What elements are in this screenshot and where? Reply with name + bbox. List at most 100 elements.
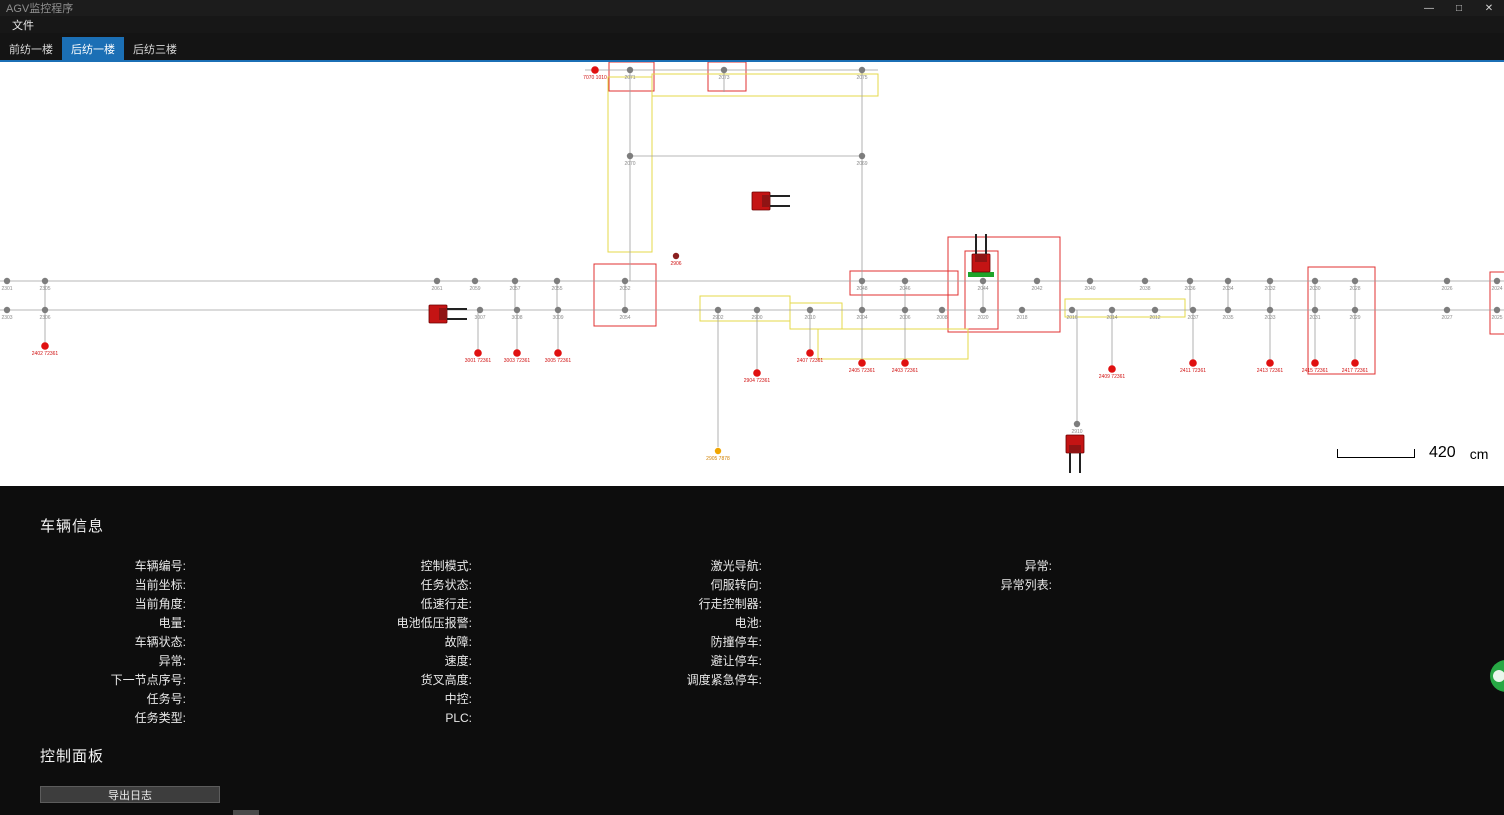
agv-vehicle-2[interactable]	[968, 234, 994, 277]
export-log-button[interactable]: 导出日志	[40, 786, 220, 803]
map-node-gray[interactable]	[1351, 277, 1359, 285]
map-node-gray[interactable]	[858, 306, 866, 314]
map-node-gray[interactable]	[1224, 277, 1232, 285]
map-node-gray[interactable]	[1266, 277, 1274, 285]
map-node-red[interactable]	[753, 369, 761, 377]
map-node-gray[interactable]	[41, 277, 49, 285]
map-node-red[interactable]	[1311, 359, 1319, 367]
map-node-gray[interactable]	[511, 277, 519, 285]
map-node-red[interactable]	[901, 359, 909, 367]
map-node-gray[interactable]	[471, 277, 479, 285]
map-node-gray[interactable]	[1068, 306, 1076, 314]
map-node-red[interactable]	[513, 349, 521, 357]
map-node-red[interactable]	[41, 342, 49, 350]
map-node-gray[interactable]	[626, 152, 634, 160]
map-node-label: 2305	[39, 286, 50, 292]
map-node-gray[interactable]	[626, 66, 634, 74]
info-row: 行走控制器:	[612, 594, 826, 613]
map-node-gray[interactable]	[1033, 277, 1041, 285]
map-node-label: 2054	[619, 315, 630, 321]
tab-2[interactable]: 后纺一楼	[62, 37, 124, 60]
map-node-red[interactable]	[1351, 359, 1359, 367]
map-node-red[interactable]	[806, 349, 814, 357]
scale-unit: cm	[1469, 446, 1489, 462]
info-row: 电池低压报警:	[322, 613, 536, 632]
map-node-gray[interactable]	[1311, 277, 1319, 285]
agv-vehicle-4[interactable]	[1065, 434, 1085, 473]
map-node-gray[interactable]	[858, 277, 866, 285]
map-node-label: 2059	[469, 286, 480, 292]
minimize-icon[interactable]: —	[1424, 2, 1434, 14]
yellow-zone	[789, 302, 843, 330]
map-node-gray[interactable]	[1186, 277, 1194, 285]
map-node-label: 2035	[1222, 315, 1233, 321]
map-node-gray[interactable]	[1351, 306, 1359, 314]
map-node-red[interactable]	[1108, 365, 1116, 373]
map-node-red[interactable]	[554, 349, 562, 357]
map-node-gray[interactable]	[1086, 277, 1094, 285]
map-node-gray[interactable]	[1266, 306, 1274, 314]
info-label: 电量:	[158, 616, 186, 630]
map-node-label: 2026	[1441, 286, 1452, 292]
map-node-gray[interactable]	[1443, 306, 1451, 314]
map-node-gray[interactable]	[1493, 306, 1501, 314]
map-node-gray[interactable]	[938, 306, 946, 314]
agv-vehicle-3[interactable]	[428, 304, 467, 324]
map-node-gray[interactable]	[433, 277, 441, 285]
map-node-gray[interactable]	[714, 306, 722, 314]
map-node-label: 2036	[1184, 286, 1195, 292]
map-node-red[interactable]	[1189, 359, 1197, 367]
map-node-gray[interactable]	[1151, 306, 1159, 314]
agv-vehicle-1[interactable]	[751, 191, 790, 211]
maximize-icon[interactable]: □	[1455, 2, 1463, 14]
map-node-red[interactable]	[1266, 359, 1274, 367]
info-column-1: 车辆编号:当前坐标:当前角度:电量:车辆状态:异常:下一节点序号:任务号:任务类…	[36, 556, 250, 727]
map-node-gray[interactable]	[621, 277, 629, 285]
map-node-red[interactable]	[858, 359, 866, 367]
map-node-darkred[interactable]	[672, 252, 680, 260]
map-node-label: 2413 72361	[1257, 368, 1284, 374]
map-node-gray[interactable]	[901, 277, 909, 285]
map-node-gray[interactable]	[476, 306, 484, 314]
close-icon[interactable]: ✕	[1484, 2, 1494, 14]
map-node-gray[interactable]	[1311, 306, 1319, 314]
map-node-gray[interactable]	[1018, 306, 1026, 314]
map-node-gray[interactable]	[1189, 306, 1197, 314]
map-node-gray[interactable]	[806, 306, 814, 314]
menu-file[interactable]: 文件	[12, 19, 34, 32]
map-node-gray[interactable]	[553, 277, 561, 285]
map-node-gray[interactable]	[621, 306, 629, 314]
vehicle-info-columns: 车辆编号:当前坐标:当前角度:电量:车辆状态:异常:下一节点序号:任务号:任务类…	[0, 556, 1504, 731]
map-node-gray[interactable]	[858, 152, 866, 160]
map-node-gray[interactable]	[554, 306, 562, 314]
fab-icon	[1493, 670, 1504, 682]
map-node-red[interactable]	[591, 66, 599, 74]
map-node-gray[interactable]	[720, 66, 728, 74]
map-node-gray[interactable]	[3, 277, 11, 285]
map-node-gray[interactable]	[979, 277, 987, 285]
map-node-gray[interactable]	[979, 306, 987, 314]
map-node-gray[interactable]	[1073, 420, 1081, 428]
map-node-gray[interactable]	[858, 66, 866, 74]
map-node-gray[interactable]	[1443, 277, 1451, 285]
map-node-gray[interactable]	[901, 306, 909, 314]
tab-3[interactable]: 后纺三楼	[124, 37, 186, 60]
info-label: 控制模式:	[420, 559, 472, 573]
tab-1[interactable]: 前纺一楼	[0, 37, 62, 60]
info-label: 当前角度:	[134, 597, 186, 611]
map-node-gray[interactable]	[753, 306, 761, 314]
map-node-label: 2012	[1149, 315, 1160, 321]
map-node-gray[interactable]	[41, 306, 49, 314]
map-node-gray[interactable]	[1493, 277, 1501, 285]
map-node-orange[interactable]	[714, 447, 722, 455]
map-node-red[interactable]	[474, 349, 482, 357]
map-node-gray[interactable]	[513, 306, 521, 314]
map-node-gray[interactable]	[1224, 306, 1232, 314]
floating-action-button[interactable]	[1490, 660, 1504, 692]
map-node-gray[interactable]	[1141, 277, 1149, 285]
map-node-gray[interactable]	[1108, 306, 1116, 314]
map-node-gray[interactable]	[3, 306, 11, 314]
